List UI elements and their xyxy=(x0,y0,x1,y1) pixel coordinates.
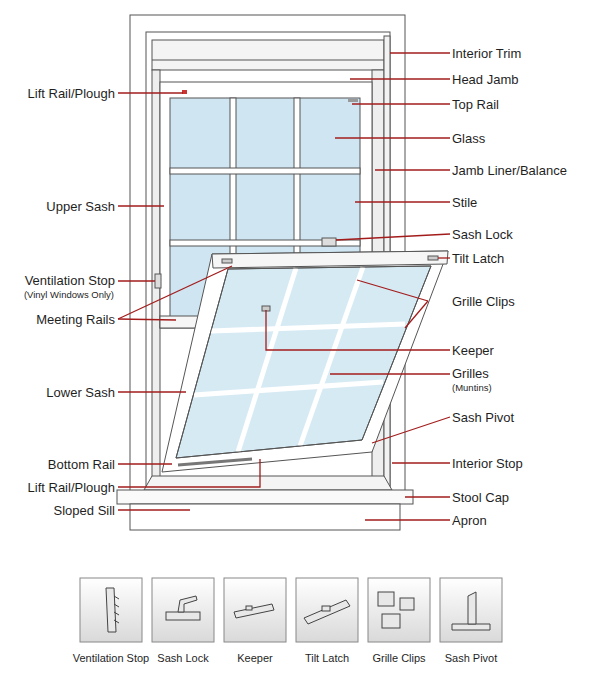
part-label: Lift Rail/Plough xyxy=(28,86,115,101)
part-label: Upper Sash xyxy=(46,199,115,214)
part-label: Meeting Rails xyxy=(36,312,115,327)
part-label: Stile xyxy=(452,195,477,210)
part-label: Grille Clips xyxy=(452,294,515,309)
part-label: Interior Trim xyxy=(452,46,521,61)
part-label: Sloped Sill xyxy=(54,503,115,518)
part-label: Lift Rail/Plough xyxy=(28,480,115,495)
part-caption: Tilt Latch xyxy=(305,652,349,665)
part-label: Stool Cap xyxy=(452,490,509,505)
part-label: Bottom Rail xyxy=(48,457,115,472)
part-label: Keeper xyxy=(452,343,494,358)
part-label: Lower Sash xyxy=(46,385,115,400)
part-label: Head Jamb xyxy=(452,72,518,87)
part-caption: Sash Lock xyxy=(157,652,208,665)
part-label: (Vinyl Windows Only) xyxy=(24,289,114,300)
part-label: Jamb Liner/Balance xyxy=(452,163,567,178)
part-label: Sash Lock xyxy=(452,227,513,242)
part-label: Grilles xyxy=(452,366,489,381)
part-caption: Ventilation Stop xyxy=(73,652,149,665)
part-label: Apron xyxy=(452,513,487,528)
part-label: Sash Pivot xyxy=(452,410,514,425)
part-label: Interior Stop xyxy=(452,456,523,471)
part-label: Tilt Latch xyxy=(452,251,504,266)
part-label: (Muntins) xyxy=(452,382,492,393)
part-label: Top Rail xyxy=(452,97,499,112)
part-caption: Sash Pivot xyxy=(445,652,498,665)
part-caption: Keeper xyxy=(237,652,272,665)
part-label: Ventilation Stop xyxy=(25,273,115,288)
part-label: Glass xyxy=(452,131,485,146)
part-caption: Grille Clips xyxy=(372,652,425,665)
